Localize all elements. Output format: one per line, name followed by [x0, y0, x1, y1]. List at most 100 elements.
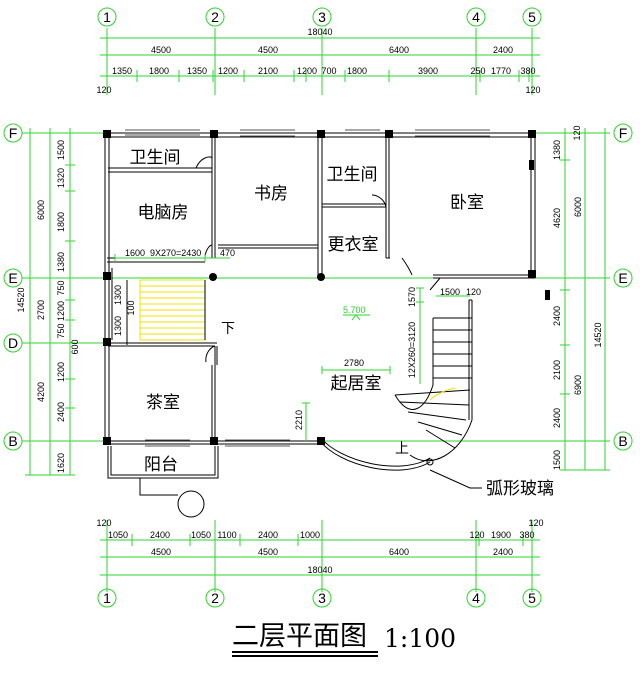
svg-text:14520: 14520: [16, 287, 26, 312]
svg-text:1200: 1200: [218, 66, 238, 76]
svg-text:18040: 18040: [307, 565, 332, 575]
svg-text:1500: 1500: [440, 287, 460, 297]
svg-text:470: 470: [220, 248, 235, 258]
left-axis-bubbles: F E D B: [3, 123, 23, 451]
svg-text:6900: 6900: [573, 375, 583, 395]
axis-bubble-3-bottom: 3: [312, 588, 332, 608]
svg-text:4500: 4500: [151, 45, 171, 55]
axis-bubble-3-top: 3: [312, 7, 332, 27]
svg-text:D: D: [8, 335, 18, 351]
svg-text:1200: 1200: [56, 362, 66, 382]
svg-text:1: 1: [103, 590, 111, 606]
svg-text:1200: 1200: [297, 66, 317, 76]
svg-text:120: 120: [96, 518, 111, 528]
svg-text:3: 3: [318, 9, 326, 25]
stair-spiral: [394, 300, 473, 466]
svg-text:6000: 6000: [573, 197, 583, 217]
room-tea: 茶室: [146, 393, 180, 413]
axis-bubble-1-bottom: 1: [97, 588, 117, 608]
svg-text:2400: 2400: [552, 408, 562, 428]
svg-text:1380: 1380: [552, 140, 562, 160]
right-axis-bubbles: F E B: [613, 123, 633, 451]
svg-text:1200: 1200: [56, 301, 66, 321]
svg-text:14520: 14520: [593, 322, 603, 347]
svg-text:2400: 2400: [258, 530, 278, 540]
svg-text:E: E: [8, 270, 17, 286]
svg-text:3900: 3900: [418, 66, 438, 76]
svg-text:2210: 2210: [294, 410, 304, 430]
svg-text:1620: 1620: [56, 453, 66, 473]
svg-text:6400: 6400: [389, 45, 409, 55]
room-dressing: 更衣室: [328, 235, 379, 255]
svg-text:1100: 1100: [217, 530, 236, 540]
axis-bubble-F-right: F: [613, 123, 633, 143]
svg-text:9X270=2430: 9X270=2430: [150, 248, 201, 258]
axis-bubble-F-left: F: [3, 123, 23, 143]
svg-text:120: 120: [466, 287, 481, 297]
structural-columns: [103, 130, 550, 445]
svg-text:1300: 1300: [113, 316, 123, 336]
svg-text:F: F: [619, 125, 628, 141]
bottom-axis-bubbles: 1 2 3 4 5: [97, 588, 542, 608]
axis-bubble-5-bottom: 5: [522, 588, 542, 608]
svg-text:3: 3: [318, 590, 326, 606]
axis-bubble-E-left: E: [3, 268, 23, 288]
svg-text:E: E: [618, 270, 627, 286]
svg-text:4200: 4200: [36, 382, 46, 402]
svg-text:120: 120: [525, 85, 540, 95]
svg-text:1600: 1600: [125, 248, 145, 258]
svg-text:上: 上: [395, 441, 409, 457]
walls: [104, 129, 536, 479]
svg-text:2780: 2780: [344, 358, 364, 368]
svg-text:5: 5: [528, 9, 536, 25]
svg-text:B: B: [8, 433, 17, 449]
svg-text:1320: 1320: [56, 168, 66, 188]
top-axis-bubbles: 1 2 3 4 5: [97, 7, 542, 27]
svg-text:2: 2: [211, 9, 219, 25]
axis-bubble-2-bottom: 2: [205, 588, 225, 608]
svg-text:120: 120: [572, 125, 582, 140]
room-bedroom: 卧室: [450, 193, 484, 213]
axis-bubble-5-top: 5: [522, 7, 542, 27]
svg-text:1800: 1800: [347, 66, 367, 76]
room-study: 书房: [254, 184, 288, 204]
svg-text:2400: 2400: [493, 45, 513, 55]
axis-bubble-B-right: B: [613, 431, 633, 451]
svg-text:2100: 2100: [258, 66, 278, 76]
section-marker: [139, 478, 205, 518]
svg-text:1500: 1500: [56, 140, 66, 160]
svg-text:12X260=3120: 12X260=3120: [407, 322, 417, 378]
svg-text:750: 750: [56, 323, 66, 338]
svg-text:1570: 1570: [407, 287, 417, 307]
top-dimensions: 18040 4500 4500 6400 2400 1350 1800 1350…: [96, 27, 541, 95]
svg-text:18040: 18040: [307, 27, 332, 37]
bottom-dimensions: 1050 2400 1050 1100 2400 1000 120 1900 3…: [96, 518, 544, 592]
svg-text:600: 600: [70, 339, 80, 354]
svg-text:B: B: [618, 433, 627, 449]
svg-text:4500: 4500: [258, 547, 278, 557]
svg-text:2400: 2400: [56, 402, 66, 422]
svg-text:120: 120: [469, 530, 484, 540]
svg-text:4: 4: [472, 590, 480, 606]
svg-text:2400: 2400: [493, 547, 513, 557]
svg-text:1900: 1900: [491, 530, 511, 540]
room-toilet-2: 卫生间: [327, 165, 378, 185]
axis-bubble-B-left: B: [3, 431, 23, 451]
svg-text:5: 5: [528, 590, 536, 606]
svg-text:380: 380: [520, 66, 535, 76]
svg-text:1800: 1800: [56, 212, 66, 232]
stair-left: [126, 279, 206, 345]
svg-text:2400: 2400: [552, 306, 562, 326]
svg-text:100: 100: [126, 300, 136, 315]
svg-text:750: 750: [56, 280, 66, 295]
svg-text:2100: 2100: [552, 360, 562, 380]
drawing-title: 二层平面图 1:100: [232, 621, 456, 657]
svg-text:下: 下: [221, 321, 235, 337]
svg-text:4: 4: [472, 9, 480, 25]
svg-text:1050: 1050: [108, 530, 128, 540]
left-dimensions: 6000 2700 4200 14520 1500 1320 1800 1380…: [16, 128, 80, 476]
svg-text:1500: 1500: [552, 450, 562, 470]
room-toilet-1: 卫生间: [130, 148, 181, 168]
svg-text:1350: 1350: [187, 66, 207, 76]
svg-text:700: 700: [321, 66, 336, 76]
